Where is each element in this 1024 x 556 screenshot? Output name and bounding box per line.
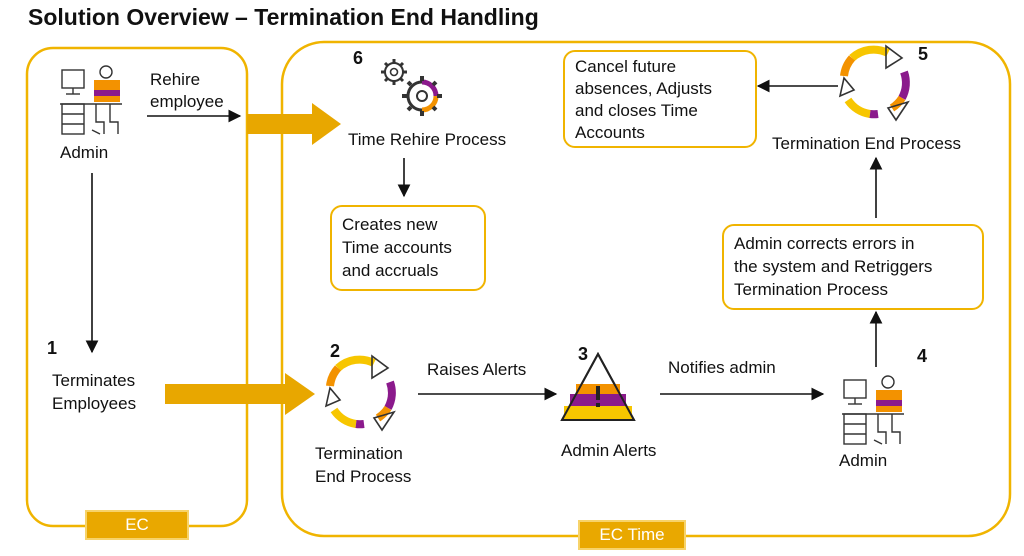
termination-end-left-line1: Termination: [315, 444, 403, 463]
termination-end-left-line2: End Process: [315, 467, 412, 486]
terminates-label-line2: Employees: [52, 394, 137, 413]
rehire-label-line1: Rehire: [150, 70, 201, 89]
cancel-box-line: Cancel future: [575, 57, 677, 76]
alert-triangle-icon: [560, 351, 636, 421]
raises-alerts-label: Raises Alerts: [427, 360, 527, 379]
step-number-6: 6: [353, 48, 364, 68]
termination-end-top-label: Termination End Process: [772, 134, 961, 153]
cancel-box-line: absences, Adjusts: [575, 79, 713, 98]
cycle-arrows-icon: [324, 354, 396, 432]
admin-corrects-line: Termination Process: [734, 280, 889, 299]
admin-corrects-errors-box: Admin corrects errors in the system and …: [722, 224, 984, 310]
notifies-admin-label: Notifies admin: [668, 358, 776, 377]
admin-corrects-line: Admin corrects errors in: [734, 234, 915, 253]
gears-icon: [381, 59, 442, 116]
terminates-label-line1: Terminates: [52, 371, 136, 390]
page-title: Solution Overview – Termination End Hand…: [28, 4, 539, 30]
step-number-1: 1: [47, 338, 58, 358]
admin-alerts-label: Admin Alerts: [561, 441, 657, 460]
block-arrow-terminate: [165, 373, 315, 415]
ec-region-tag: EC: [85, 510, 189, 540]
cancel-box-line: and closes Time: [575, 101, 698, 120]
ec-time-region-tag: EC Time: [578, 520, 686, 550]
ec-region-frame: [25, 46, 249, 528]
creates-time-accounts-box: Creates new Time accounts and accruals: [330, 205, 486, 291]
cycle-arrows-icon: [838, 44, 910, 122]
creates-box-line: Time accounts: [342, 238, 452, 257]
step-number-3: 3: [578, 344, 589, 364]
admin-desk-icon: [60, 65, 122, 135]
admin-left-label: Admin: [60, 143, 109, 162]
admin-corrects-line: the system and Retriggers: [734, 257, 933, 276]
creates-box-line: and accruals: [342, 261, 439, 280]
admin-desk-icon: [842, 375, 904, 445]
step-number-2: 2: [330, 341, 341, 361]
time-rehire-process-label: Time Rehire Process: [348, 130, 507, 149]
creates-box-line: Creates new: [342, 215, 438, 234]
admin-right-label: Admin: [839, 451, 888, 470]
step-number-4: 4: [917, 346, 928, 366]
rehire-label-line2: employee: [150, 92, 224, 111]
cancel-future-absences-box: Cancel future absences, Adjusts and clos…: [563, 50, 757, 148]
step-number-5: 5: [918, 44, 929, 64]
block-arrow-rehire: [247, 103, 341, 145]
cancel-box-line: Accounts: [575, 123, 645, 142]
